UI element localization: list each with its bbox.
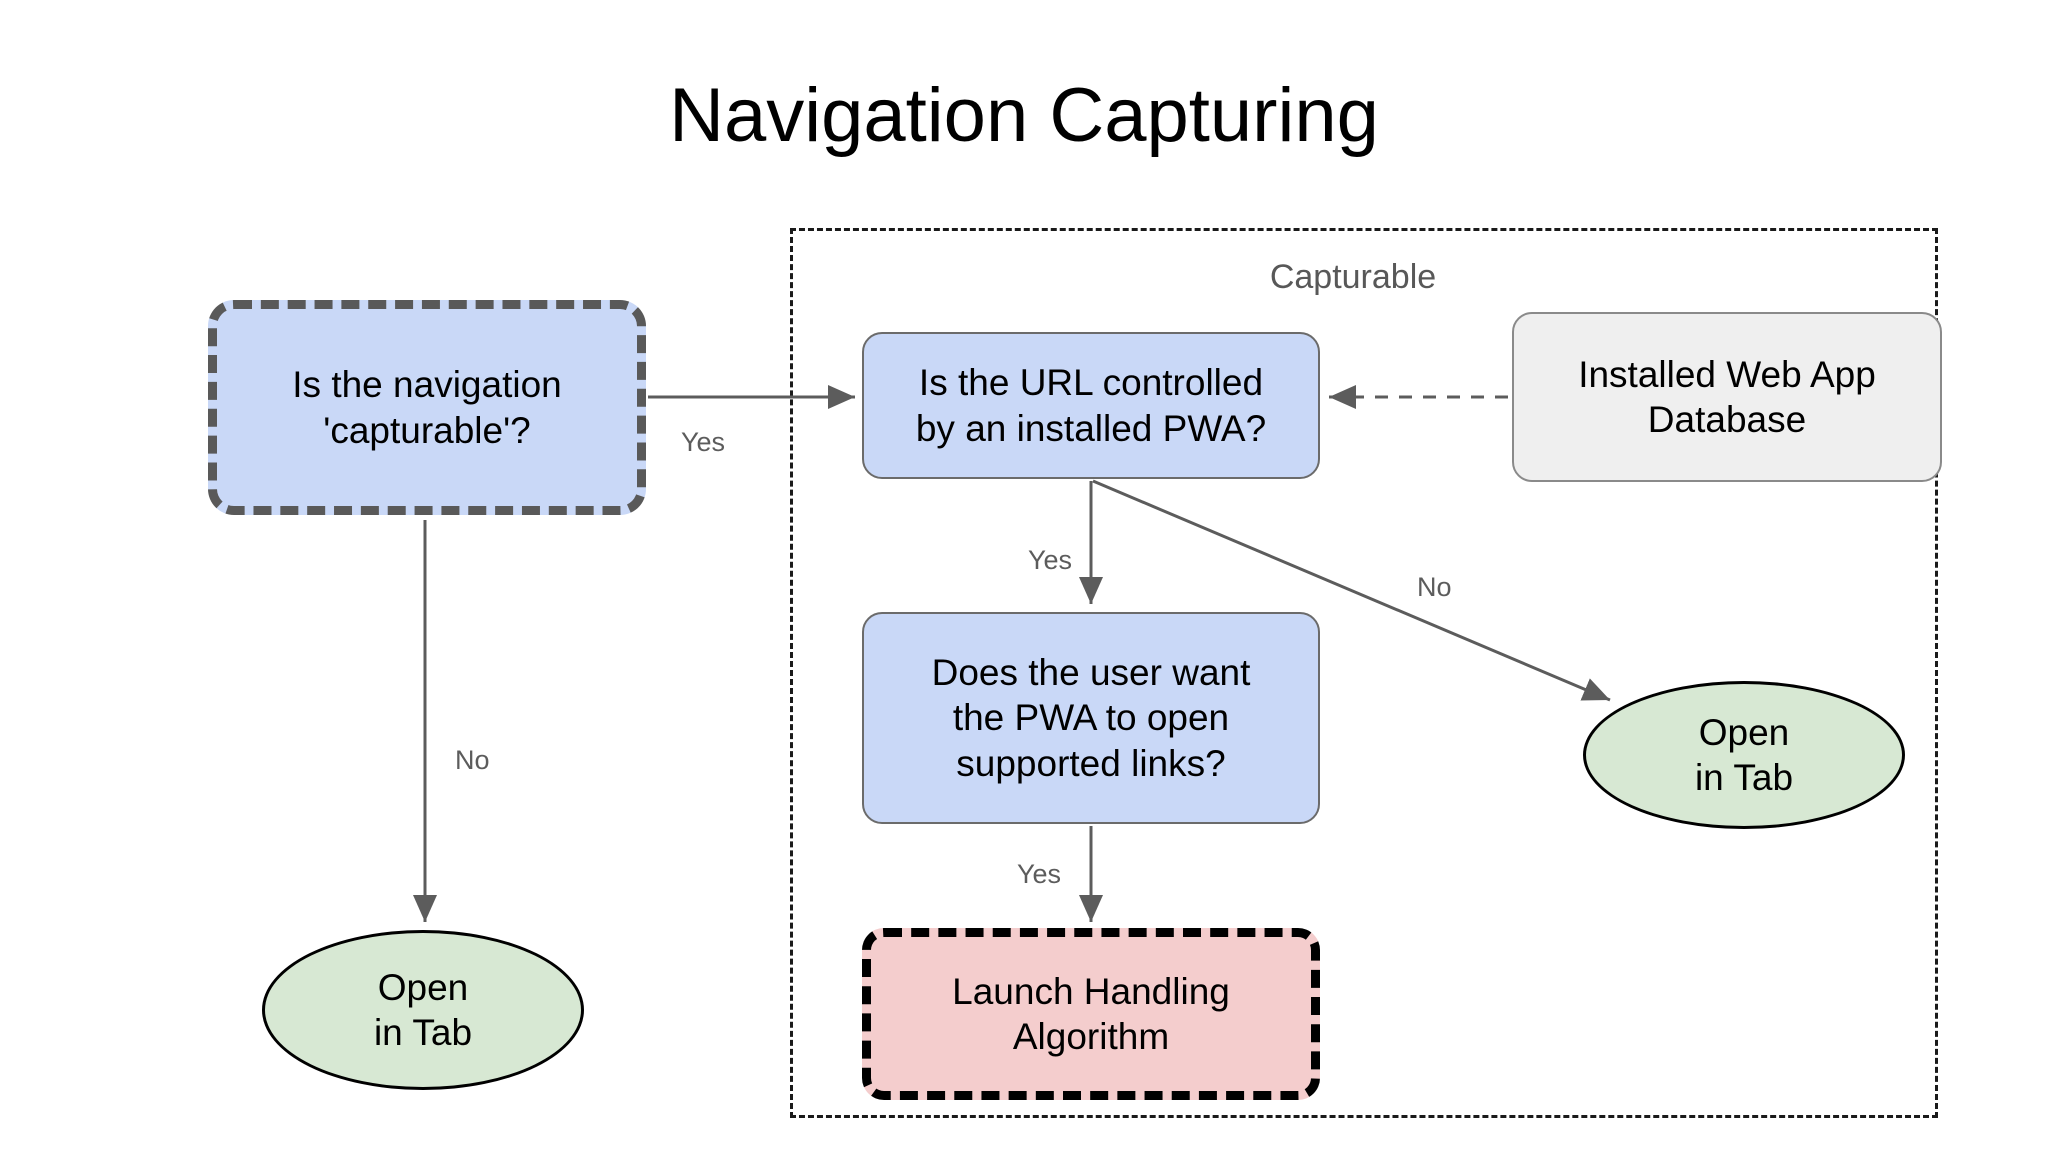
- capturable-group-label: Capturable: [1269, 258, 1437, 296]
- node-label: Is the navigation 'capturable'?: [292, 364, 562, 451]
- node-label: Launch Handling Algorithm: [952, 970, 1230, 1057]
- node-label: Open in Tab: [1694, 711, 1794, 798]
- node-label: Does the user want the PWA to open suppo…: [931, 652, 1251, 784]
- node-does-user-want-pwa-open-links[interactable]: Does the user want the PWA to open suppo…: [862, 612, 1320, 824]
- edge-label-capturable-no: No: [455, 745, 490, 775]
- edge-label-url-no: No: [1417, 572, 1452, 602]
- page-title: Navigation Capturing: [669, 73, 1379, 158]
- node-label: Open in Tab: [373, 966, 473, 1053]
- edge-label-url-yes: Yes: [1028, 545, 1073, 575]
- node-is-url-controlled-by-pwa[interactable]: Is the URL controlled by an installed PW…: [862, 332, 1320, 479]
- capturable-group-container: [790, 228, 1938, 1118]
- edge-label-capturable-yes: Yes: [681, 427, 726, 457]
- node-open-in-tab-left[interactable]: Open in Tab: [262, 930, 584, 1090]
- node-is-navigation-capturable[interactable]: Is the navigation 'capturable'?: [208, 300, 646, 515]
- node-open-in-tab-right[interactable]: Open in Tab: [1583, 681, 1905, 829]
- node-installed-web-app-database[interactable]: Installed Web App Database: [1512, 312, 1942, 482]
- edge-label-user-want-yes: Yes: [1017, 859, 1062, 889]
- node-label: Is the URL controlled by an installed PW…: [915, 362, 1267, 449]
- node-launch-handling-algorithm[interactable]: Launch Handling Algorithm: [862, 928, 1320, 1100]
- node-label: Installed Web App Database: [1578, 353, 1876, 440]
